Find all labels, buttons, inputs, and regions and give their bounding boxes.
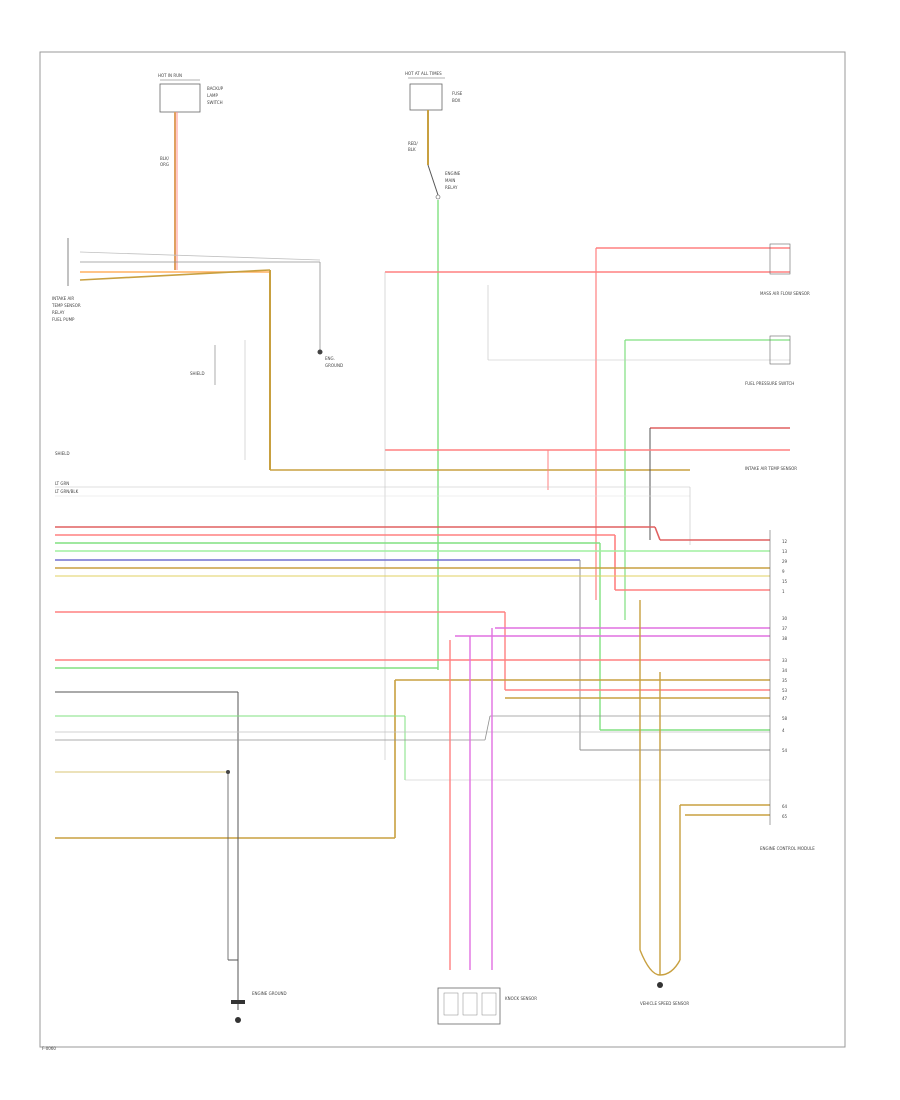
wires-to-knock-sensor	[449, 628, 493, 970]
right-component-1: MASS AIR FLOW SENSOR	[385, 243, 810, 600]
svg-text:BLK/: BLK/	[160, 156, 170, 161]
svg-text:29: 29	[782, 559, 788, 564]
right-component-3-label: INTAKE AIR TEMP SENSOR	[745, 466, 797, 471]
diagram-border	[39, 51, 846, 1048]
svg-text:47: 47	[782, 696, 788, 701]
svg-text:FUSE: FUSE	[452, 91, 463, 96]
svg-text:RELAY: RELAY	[52, 310, 65, 315]
top-left-component-title: HOT IN RUN	[158, 73, 182, 78]
knock-sensor: KNOCK SENSOR	[437, 987, 537, 1025]
svg-text:FUEL PUMP: FUEL PUMP	[52, 317, 75, 322]
left-connector: INTAKE AIR TEMP SENSOR RELAY FUEL PUMP	[51, 238, 321, 322]
wires-to-speed-sensor	[639, 600, 770, 976]
svg-text:9: 9	[782, 569, 785, 574]
right-component-2-label: FUEL PRESSURE SWITCH	[745, 381, 794, 386]
svg-text:LT GRN: LT GRN	[55, 481, 69, 486]
right-component-3: INTAKE AIR TEMP SENSOR	[384, 272, 797, 760]
left-side-labels: SHIELD LT GRN LT GRN/BLK	[55, 451, 691, 545]
svg-text:BOX: BOX	[452, 98, 461, 103]
svg-text:65: 65	[782, 814, 788, 819]
svg-text:53: 53	[782, 688, 788, 693]
svg-text:1: 1	[782, 589, 785, 594]
svg-text:RED/: RED/	[408, 141, 418, 146]
svg-text:SWITCH: SWITCH	[207, 100, 223, 105]
svg-text:30: 30	[782, 616, 788, 621]
svg-text:LT GRN/BLK: LT GRN/BLK	[55, 489, 79, 494]
svg-text:37: 37	[782, 626, 788, 631]
footer-code: F-0060	[42, 1046, 56, 1051]
svg-text:GROUND: GROUND	[325, 363, 343, 368]
right-component-2: FUEL PRESSURE SWITCH	[487, 285, 794, 620]
wire-bundle-mid	[55, 611, 770, 839]
svg-text:ENG.: ENG.	[325, 356, 335, 361]
right-component-1-label: MASS AIR FLOW SENSOR	[760, 291, 810, 296]
top-left-component: HOT IN RUN BACKUP LAMP SWITCH BLK/ ORG	[158, 73, 224, 270]
svg-text:33: 33	[782, 658, 788, 663]
mid-left-switch: SHIELD ENG. GROUND	[190, 262, 343, 460]
svg-text:64: 64	[782, 804, 788, 809]
svg-text:15: 15	[782, 579, 788, 584]
wire-bundle-lower	[55, 691, 770, 960]
engine-ground-label: ENGINE GROUND	[252, 991, 287, 996]
svg-text:SHIELD: SHIELD	[190, 371, 205, 376]
svg-text:SHIELD: SHIELD	[55, 451, 70, 456]
wire-bundle-upper	[55, 526, 770, 751]
knock-sensor-label: KNOCK SENSOR	[505, 996, 537, 1001]
svg-text:BLK: BLK	[408, 147, 416, 152]
ecm-label: ENGINE CONTROL MODULE	[760, 846, 815, 851]
svg-text:MAIN: MAIN	[445, 178, 455, 183]
svg-text:RELAY: RELAY	[445, 185, 458, 190]
svg-text:ORG: ORG	[160, 162, 169, 167]
engine-ground: ENGINE GROUND	[228, 959, 287, 1023]
svg-text:TEMP SENSOR: TEMP SENSOR	[51, 303, 81, 308]
top-mid-component: HOT AT ALL TIMES FUSE BOX RED/ BLK ENGIN…	[405, 71, 463, 670]
vehicle-speed-sensor: VEHICLE SPEED SENSOR	[640, 982, 689, 1006]
svg-text:BACKUP: BACKUP	[207, 86, 224, 91]
svg-text:LAMP: LAMP	[207, 93, 219, 98]
svg-text:12: 12	[782, 539, 788, 544]
svg-text:38: 38	[782, 636, 788, 641]
svg-text:35: 35	[782, 678, 788, 683]
svg-text:34: 34	[782, 668, 788, 673]
svg-text:13: 13	[782, 549, 788, 554]
ecm-connector: 12 13 29 9 15 1 30 37 38 33 34 35 53 47 …	[760, 530, 815, 851]
svg-text:58: 58	[782, 716, 788, 721]
top-mid-component-title: HOT AT ALL TIMES	[405, 71, 442, 76]
vehicle-speed-sensor-label: VEHICLE SPEED SENSOR	[640, 1001, 689, 1006]
svg-text:4: 4	[782, 728, 785, 733]
svg-text:54: 54	[782, 748, 788, 753]
svg-text:INTAKE AIR: INTAKE AIR	[52, 296, 74, 301]
svg-text:ENGINE: ENGINE	[445, 171, 461, 176]
